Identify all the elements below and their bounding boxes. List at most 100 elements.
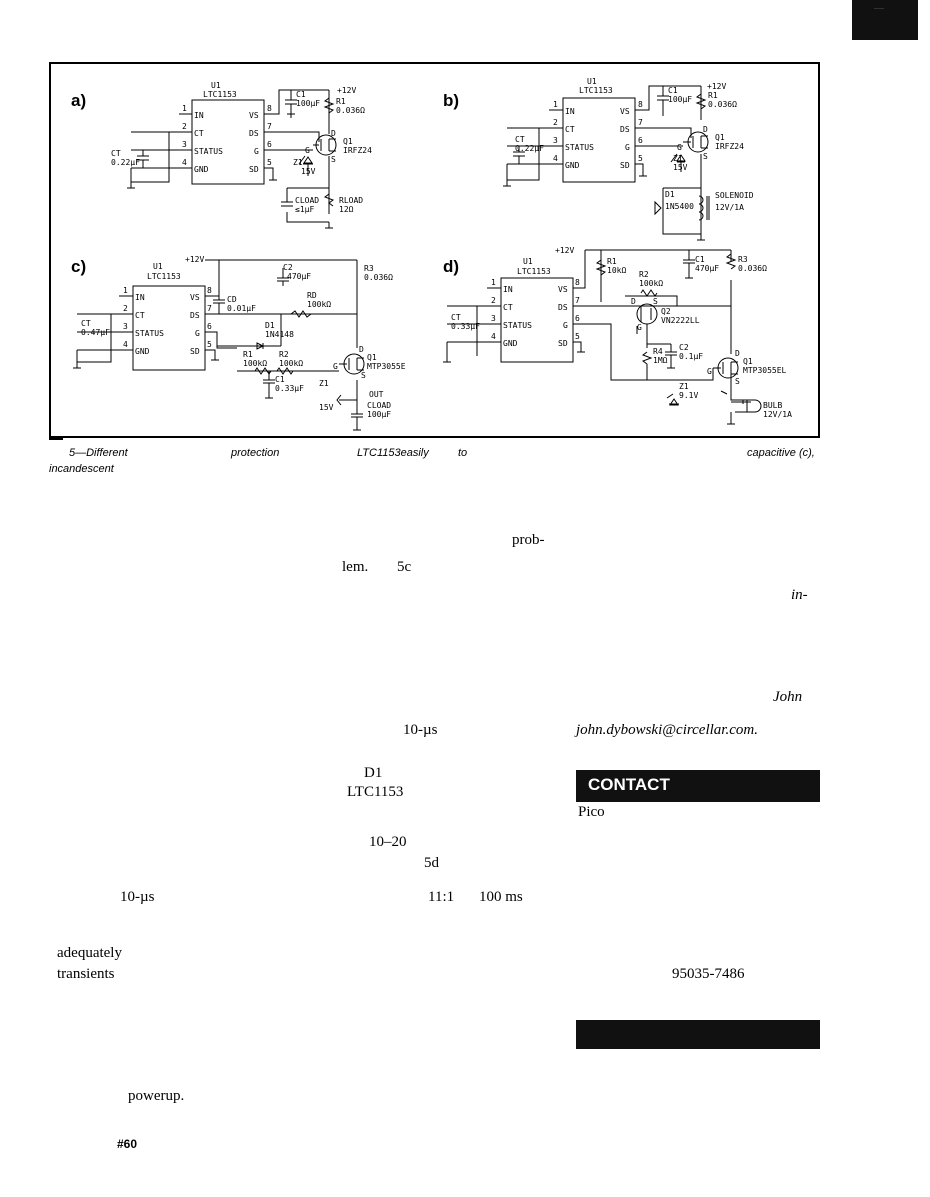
contact-heading: CONTACT [576, 770, 820, 802]
pin-label: CT [565, 125, 575, 134]
caption-fragment: capacitive (c), [747, 447, 815, 459]
part-value: MTP3055EL [743, 366, 787, 375]
panel-d-wiring [443, 249, 762, 425]
panel-c-ic: U1 LTC1153 IN CT STATUS GND VS DS G SD 1… [123, 262, 212, 371]
panel-a-label: a) [71, 91, 86, 110]
pin-number: 7 [207, 304, 212, 313]
part-label: R1 [708, 91, 718, 100]
part-value: 0.22µF [515, 144, 544, 153]
part-label: C1 [275, 375, 285, 384]
part-label: R2 [639, 270, 649, 279]
panel-d-label: d) [443, 257, 459, 276]
body-text: lem. [342, 559, 369, 575]
part-label: CT [515, 135, 525, 144]
pin-label: STATUS [135, 329, 164, 338]
part-value: 15V [673, 163, 688, 172]
pin-number: 2 [553, 118, 558, 127]
pin-label: IN [565, 107, 575, 116]
body-text: 10-µs [120, 889, 155, 905]
caption-fragment: to [458, 447, 468, 459]
section-heading-bar [576, 1020, 820, 1049]
body-text: 5d [424, 855, 439, 871]
body-text: adequately [57, 945, 122, 961]
supply-label: +12V [707, 82, 726, 91]
part-value: 12Ω [339, 205, 354, 214]
pin-label: VS [190, 293, 200, 302]
body-text: 100 ms [479, 889, 523, 905]
pin-label: STATUS [503, 321, 532, 330]
part-label: D1 [665, 190, 675, 199]
pin-label: G [637, 323, 642, 332]
pin-label: SD [249, 165, 259, 174]
part-label: Z1 [293, 158, 303, 167]
part-label: R2 [279, 350, 289, 359]
body-text: 11:1 [428, 889, 455, 905]
panel-a-wiring [127, 89, 337, 229]
pin-label: S [331, 155, 336, 164]
pin-label: VS [620, 107, 630, 116]
part-value: 0.33µF [275, 384, 304, 393]
part-label: SOLENOID [715, 191, 754, 200]
pin-label: S [653, 297, 658, 306]
pin-number: 1 [123, 286, 128, 295]
panel-a-labels: +12V C1 100µF R1 0.036Ω CT 0.22µF D G S … [111, 86, 372, 214]
part-label: RLOAD [339, 196, 363, 205]
caption-fragment: 5—Different [69, 447, 128, 459]
pin-number: 4 [491, 332, 496, 341]
supply-label: +12V [555, 246, 574, 255]
panel-b-labels: +12V C1 100µF R1 0.036Ω CT 0.22µF D G S … [515, 82, 754, 212]
pin-label: GND [194, 165, 209, 174]
pin-label: VS [558, 285, 568, 294]
part-label: C1 [296, 90, 306, 99]
part-value: 15V [319, 403, 334, 412]
part-value: 0.036Ω [364, 273, 393, 282]
body-text: 5c [397, 559, 412, 575]
pin-label: STATUS [565, 143, 594, 152]
pin-label: G [195, 329, 200, 338]
page-number: #60 [117, 1137, 138, 1151]
part-label: C2 [283, 263, 293, 272]
supply-label: +12V [337, 86, 356, 95]
part-label: Q2 [661, 307, 671, 316]
pin-label: S [735, 377, 740, 386]
part-value: LTC1153 [579, 86, 613, 95]
pin-label: CT [135, 311, 145, 320]
pin-number: 1 [491, 278, 496, 287]
panel-c: c) U1 LTC1153 IN CT STATUS GND VS DS G S… [71, 255, 406, 431]
panel-a-ic: U1 LTC1153 IN CT STATUS GND VS DS G SD 1… [182, 81, 272, 185]
pin-label: IN [194, 111, 204, 120]
part-label: RD [307, 291, 317, 300]
pin-label: D [331, 129, 336, 138]
pin-number: 6 [575, 314, 580, 323]
part-value: 0.036Ω [708, 100, 737, 109]
panel-a: a) U1 LTC1153 IN CT STATUS GND VS DS G S… [71, 81, 372, 229]
pin-number: 1 [553, 100, 558, 109]
pin-number: 8 [575, 278, 580, 287]
pin-label: G [707, 367, 712, 376]
part-value: 0.47µF [81, 328, 110, 337]
part-value: LTC1153 [147, 272, 181, 281]
part-value: 10kΩ [607, 266, 626, 275]
pin-label: DS [249, 129, 259, 138]
part-label: U1 [523, 257, 533, 266]
pin-number: 5 [638, 154, 643, 163]
part-label: OUT [369, 390, 384, 399]
part-value: 1N4148 [265, 330, 294, 339]
pin-label: GND [503, 339, 518, 348]
pin-number: 7 [638, 118, 643, 127]
pin-label: STATUS [194, 147, 223, 156]
part-label: Q1 [367, 353, 377, 362]
pin-label: S [361, 371, 366, 380]
panel-a-u1: U1 [211, 81, 221, 90]
pin-label: D [735, 349, 740, 358]
part-label: D1 [265, 321, 275, 330]
pin-number: 7 [267, 122, 272, 131]
pin-label: G [305, 146, 310, 155]
body-text: transients [57, 966, 115, 982]
caption-fragment: incandescent [49, 463, 114, 475]
part-value: 0.01µF [227, 304, 256, 313]
pin-number: 3 [182, 140, 187, 149]
panel-c-wiring [73, 259, 365, 431]
part-label: R3 [738, 255, 748, 264]
schematic-figure: a) U1 LTC1153 IN CT STATUS GND VS DS G S… [49, 62, 820, 438]
